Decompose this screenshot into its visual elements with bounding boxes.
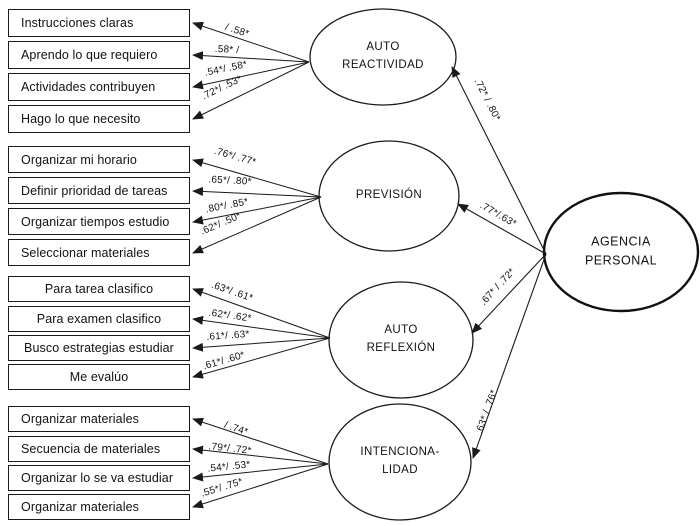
indicator-box: Secuencia de materiales bbox=[8, 436, 190, 462]
indicator-label: Actividades contribuyen bbox=[21, 80, 156, 94]
indicator-box: Instrucciones claras bbox=[8, 9, 190, 37]
factor-label-line: REACTIVIDAD bbox=[342, 59, 424, 71]
loading-arrow bbox=[192, 158, 322, 198]
loading-arrow bbox=[192, 288, 331, 339]
factor-ellipse-intencionalidad bbox=[328, 403, 472, 521]
loading-arrow bbox=[192, 337, 331, 352]
factor-label-line: AUTO bbox=[384, 324, 418, 337]
factor-label-line: REFLEXIÓN bbox=[366, 342, 436, 354]
path-arrow-auto-reflexion bbox=[471, 253, 547, 334]
agency-ellipse bbox=[542, 191, 700, 313]
indicator-label: Organizar tiempos estudio bbox=[21, 214, 170, 229]
indicator-label: Organizar materiales bbox=[21, 500, 140, 514]
indicator-label: Para tarea clasifico bbox=[44, 282, 154, 296]
loading-arrow bbox=[192, 337, 331, 379]
path-arrow-intencionalidad bbox=[472, 253, 547, 459]
indicator-box: Busco estrategias estudiar bbox=[8, 335, 190, 361]
indicator-label: Organizar materiales bbox=[21, 412, 140, 426]
agency-label-line: PERSONAL bbox=[584, 254, 658, 268]
indicator-label: Definir prioridad de tareas bbox=[21, 183, 168, 198]
indicator-label: Organizar mi horario bbox=[21, 152, 137, 167]
indicator-label: Aprendo lo que requiero bbox=[21, 48, 158, 62]
agency-label: AGENCIA PERSONAL bbox=[585, 233, 657, 272]
loading-arrow bbox=[192, 51, 310, 63]
indicator-box: Hago lo que necesito bbox=[8, 105, 190, 133]
indicator-label: Para examen clasifico bbox=[36, 312, 162, 326]
loading-coefficient: .65*/ .80* bbox=[208, 174, 252, 188]
indicator-label: Busco estrategias estudiar bbox=[24, 341, 174, 355]
indicator-box: Para examen clasifico bbox=[8, 306, 190, 332]
agency-label-line: AGENCIA bbox=[591, 234, 651, 249]
path-arrow-prevision bbox=[457, 203, 547, 255]
factor-ellipse-auto-reflexion bbox=[328, 281, 474, 399]
loading-arrow bbox=[192, 186, 322, 198]
factor-label-auto-reflexion: AUTO REFLEXIÓN bbox=[367, 322, 436, 358]
path-arrow-auto-reactividad bbox=[451, 66, 547, 255]
loading-arrow bbox=[192, 61, 310, 90]
indicator-label: Me evalúo bbox=[69, 370, 129, 384]
loading-arrow bbox=[192, 315, 331, 339]
indicator-box: Organizar materiales bbox=[8, 494, 190, 520]
factor-label-intencionalidad: INTENCIONA- LIDAD bbox=[360, 444, 439, 480]
indicator-box: Para tarea clasifico bbox=[8, 276, 190, 302]
loading-arrow bbox=[192, 196, 322, 225]
indicator-box: Organizar tiempos estudio bbox=[8, 208, 190, 235]
indicator-box: Actividades contribuyen bbox=[8, 73, 190, 101]
indicator-box: Definir prioridad de tareas bbox=[8, 177, 190, 204]
factor-label-prevision: PREVISIÓN bbox=[356, 187, 422, 205]
loading-arrow bbox=[192, 463, 329, 509]
loading-coefficient: .58* / bbox=[214, 43, 240, 57]
loading-arrow bbox=[192, 463, 329, 482]
indicator-box: Organizar mi horario bbox=[8, 146, 190, 173]
indicator-label: Instrucciones claras bbox=[21, 16, 134, 30]
indicator-box: Seleccionar materiales bbox=[8, 239, 190, 266]
indicator-box: Me evalúo bbox=[8, 364, 190, 390]
loading-arrow bbox=[192, 21, 310, 63]
loading-arrow bbox=[192, 445, 329, 465]
indicator-label: Seleccionar materiales bbox=[21, 245, 150, 260]
indicator-label: Secuencia de materiales bbox=[21, 442, 161, 456]
factor-ellipse-auto-reactividad bbox=[309, 8, 457, 106]
indicator-box: Organizar materiales bbox=[8, 406, 190, 432]
loading-arrow bbox=[192, 196, 322, 254]
factor-label-line: AUTO bbox=[366, 41, 400, 54]
factor-label-line: PREVISIÓN bbox=[355, 189, 423, 202]
loading-arrow bbox=[192, 61, 310, 120]
factor-label-line: LIDAD bbox=[382, 464, 418, 476]
indicator-label: Hago lo que necesito bbox=[21, 112, 141, 126]
indicator-box: Organizar lo se va estudiar bbox=[8, 465, 190, 491]
factor-label-auto-reactividad: AUTO REACTIVIDAD bbox=[342, 39, 424, 75]
factor-label-line: INTENCIONA- bbox=[360, 446, 440, 459]
loading-arrow bbox=[192, 417, 329, 465]
indicator-box: Aprendo lo que requiero bbox=[8, 41, 190, 69]
indicator-label: Organizar lo se va estudiar bbox=[21, 471, 174, 485]
